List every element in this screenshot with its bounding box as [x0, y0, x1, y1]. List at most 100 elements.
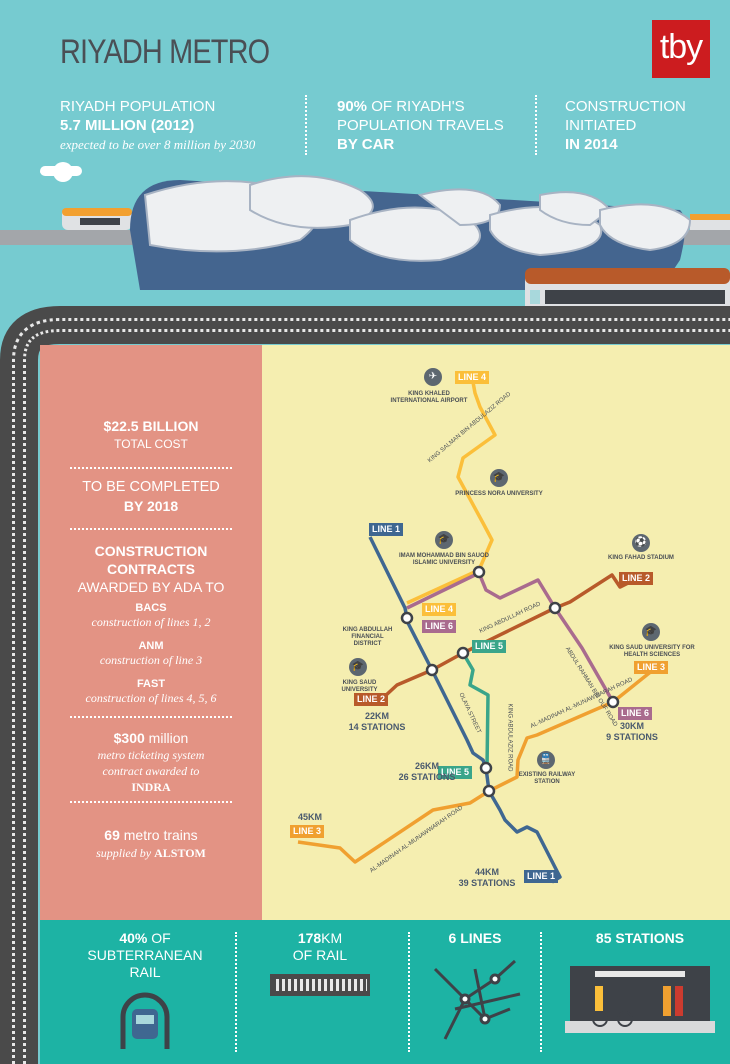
ticket-desc: metro ticketing system: [97, 748, 205, 762]
line-2-label: LINE 2: [354, 693, 389, 706]
stat-text: INITIATED: [565, 117, 637, 134]
line-3-stats: 45KM: [290, 812, 330, 823]
contractor-name: ANM: [138, 640, 164, 652]
stat-value: 5.7 MILLION (2012): [60, 117, 195, 134]
line-stations: 9 STATIONS: [606, 732, 658, 742]
contracts-heading: CONTRACTS: [107, 561, 195, 577]
road-label: KING ABDULAZIZ ROAD: [506, 703, 513, 772]
station-interchange[interactable]: [482, 784, 496, 798]
stat-note: expected to be over 8 million by 2030: [60, 137, 256, 152]
stat-construction: CONSTRUCTION INITIATED IN 2014: [565, 97, 686, 154]
divider: [70, 716, 232, 718]
graduation-cap-icon: 🎓: [349, 658, 367, 676]
stat-text: BY CAR: [337, 136, 395, 153]
summary-value: 6 LINES: [448, 930, 502, 946]
divider: [70, 528, 232, 530]
line-length: 22KM: [364, 711, 389, 721]
line-4-label: LINE 4: [455, 371, 490, 384]
summary-lines: 6 LINES: [420, 930, 530, 1053]
divider: [540, 932, 542, 1052]
summary-text: OF: [147, 930, 171, 946]
summary-subterranean: 40% OF SUBTERRANEAN RAIL: [70, 930, 220, 1053]
line-length: 26KM: [414, 761, 439, 771]
divider: [70, 467, 232, 469]
contracts-subheading: AWARDED BY ADA TO: [77, 579, 225, 595]
divider: [305, 95, 307, 155]
line-1-path: [368, 536, 562, 884]
summary-text: RAIL: [129, 964, 161, 980]
line-length: 45KM: [297, 812, 322, 822]
train-right-top: [690, 214, 730, 230]
landmark-nora: PRINCESS NORA UNIVERSITY: [455, 491, 543, 497]
train-icon: 🚆: [537, 751, 555, 769]
tunnel-train-icon: [120, 992, 170, 1049]
station-interchange[interactable]: [472, 565, 486, 579]
landmark-railway: EXISTING RAILWAY STATION: [518, 772, 576, 785]
divider: [408, 932, 410, 1052]
railway-track: [0, 306, 730, 1064]
stat-text: OF RIYADH'S: [367, 98, 465, 115]
station-roof: [143, 175, 692, 262]
landmark-stadium: KING FAHAD STADIUM: [608, 555, 674, 561]
graduation-cap-icon: 🎓: [642, 623, 660, 641]
contractor-desc: construction of lines 4, 5, 6: [85, 691, 217, 705]
summary-band: 40% OF SUBTERRANEAN RAIL 178KM OF RAIL 6…: [40, 920, 730, 1064]
ticket-desc: contract awarded to: [102, 764, 200, 778]
line-5-label: LINE 5: [472, 640, 507, 653]
landmark-ksu: KING SAUD UNIVERSITY: [341, 680, 378, 693]
stat-value: IN 2014: [565, 136, 618, 153]
line-4-label: LINE 4: [422, 603, 457, 616]
landmark-ksu-health: KING SAUD UNIVERSITY FOR HEALTH SCIENCES: [609, 645, 695, 658]
airplane-icon: ✈: [424, 368, 442, 386]
divider: [70, 801, 232, 803]
line-5-path: [461, 652, 490, 769]
landmark-airport: KING KHALED INTERNATIONAL AIRPORT: [390, 391, 468, 404]
total-cost-value: $22.5 BILLION: [103, 418, 199, 434]
station-interchange[interactable]: [400, 611, 414, 625]
line-4-path: [406, 381, 497, 605]
stat-text: POPULATION TRAVELS: [337, 117, 504, 134]
station-interchange[interactable]: [425, 663, 439, 677]
metro-lines: [297, 381, 655, 884]
football-icon: ⚽: [632, 534, 650, 552]
stat-text: CONSTRUCTION: [565, 98, 686, 115]
completion-value: BY 2018: [123, 498, 179, 514]
summary-value: 85 STATIONS: [595, 930, 685, 946]
line-3-label: LINE 3: [290, 825, 325, 838]
stations: [400, 565, 620, 798]
line-stations: 14 STATIONS: [348, 722, 406, 732]
line-stations: 39 STATIONS: [458, 878, 516, 888]
stat-text: RIYADH POPULATION: [60, 98, 216, 115]
landmark-imam: IMAM MOHAMMAD BIN SAUOD ISLAMIC UNIVERSI…: [399, 553, 489, 566]
line-6-label: LINE 6: [422, 620, 457, 633]
summary-rail-length: 178KM OF RAIL: [255, 930, 385, 1004]
contracts-heading: CONSTRUCTION: [94, 543, 208, 559]
station-interchange[interactable]: [548, 601, 562, 615]
cloud-icon: [40, 162, 82, 182]
graduation-cap-icon: 🎓: [435, 531, 453, 549]
completion-label: TO BE COMPLETED: [82, 479, 220, 495]
station-interchange[interactable]: [456, 646, 470, 660]
rail-track-icon: [270, 974, 370, 996]
trains-supplier: ALSTOM: [154, 846, 206, 860]
line-stations: 26 STATIONS: [398, 772, 456, 782]
station-platform-icon: [565, 966, 715, 1033]
stat-value: 90%: [337, 98, 368, 115]
summary-value: 40%: [119, 930, 148, 946]
line-2-label: LINE 2: [619, 572, 654, 585]
total-cost-label: TOTAL COST: [114, 437, 188, 451]
contractor-name: FAST: [136, 678, 166, 690]
summary-text: KM: [321, 930, 343, 946]
facts-panel: $22.5 BILLION TOTAL COST TO BE COMPLETED…: [40, 345, 262, 920]
station-interchange[interactable]: [479, 761, 493, 775]
summary-stations: 85 STATIONS: [560, 930, 720, 1045]
station-interchange[interactable]: [606, 695, 620, 709]
landmark-kafd: KING ABDULLAH FINANCIAL DISTRICT: [342, 627, 393, 647]
stat-population: RIYADH POPULATION 5.7 MILLION (2012) exp…: [60, 97, 255, 154]
ticket-company: INDRA: [131, 780, 171, 794]
line-6-label: LINE 6: [618, 707, 653, 720]
summary-value: 178: [297, 930, 322, 946]
